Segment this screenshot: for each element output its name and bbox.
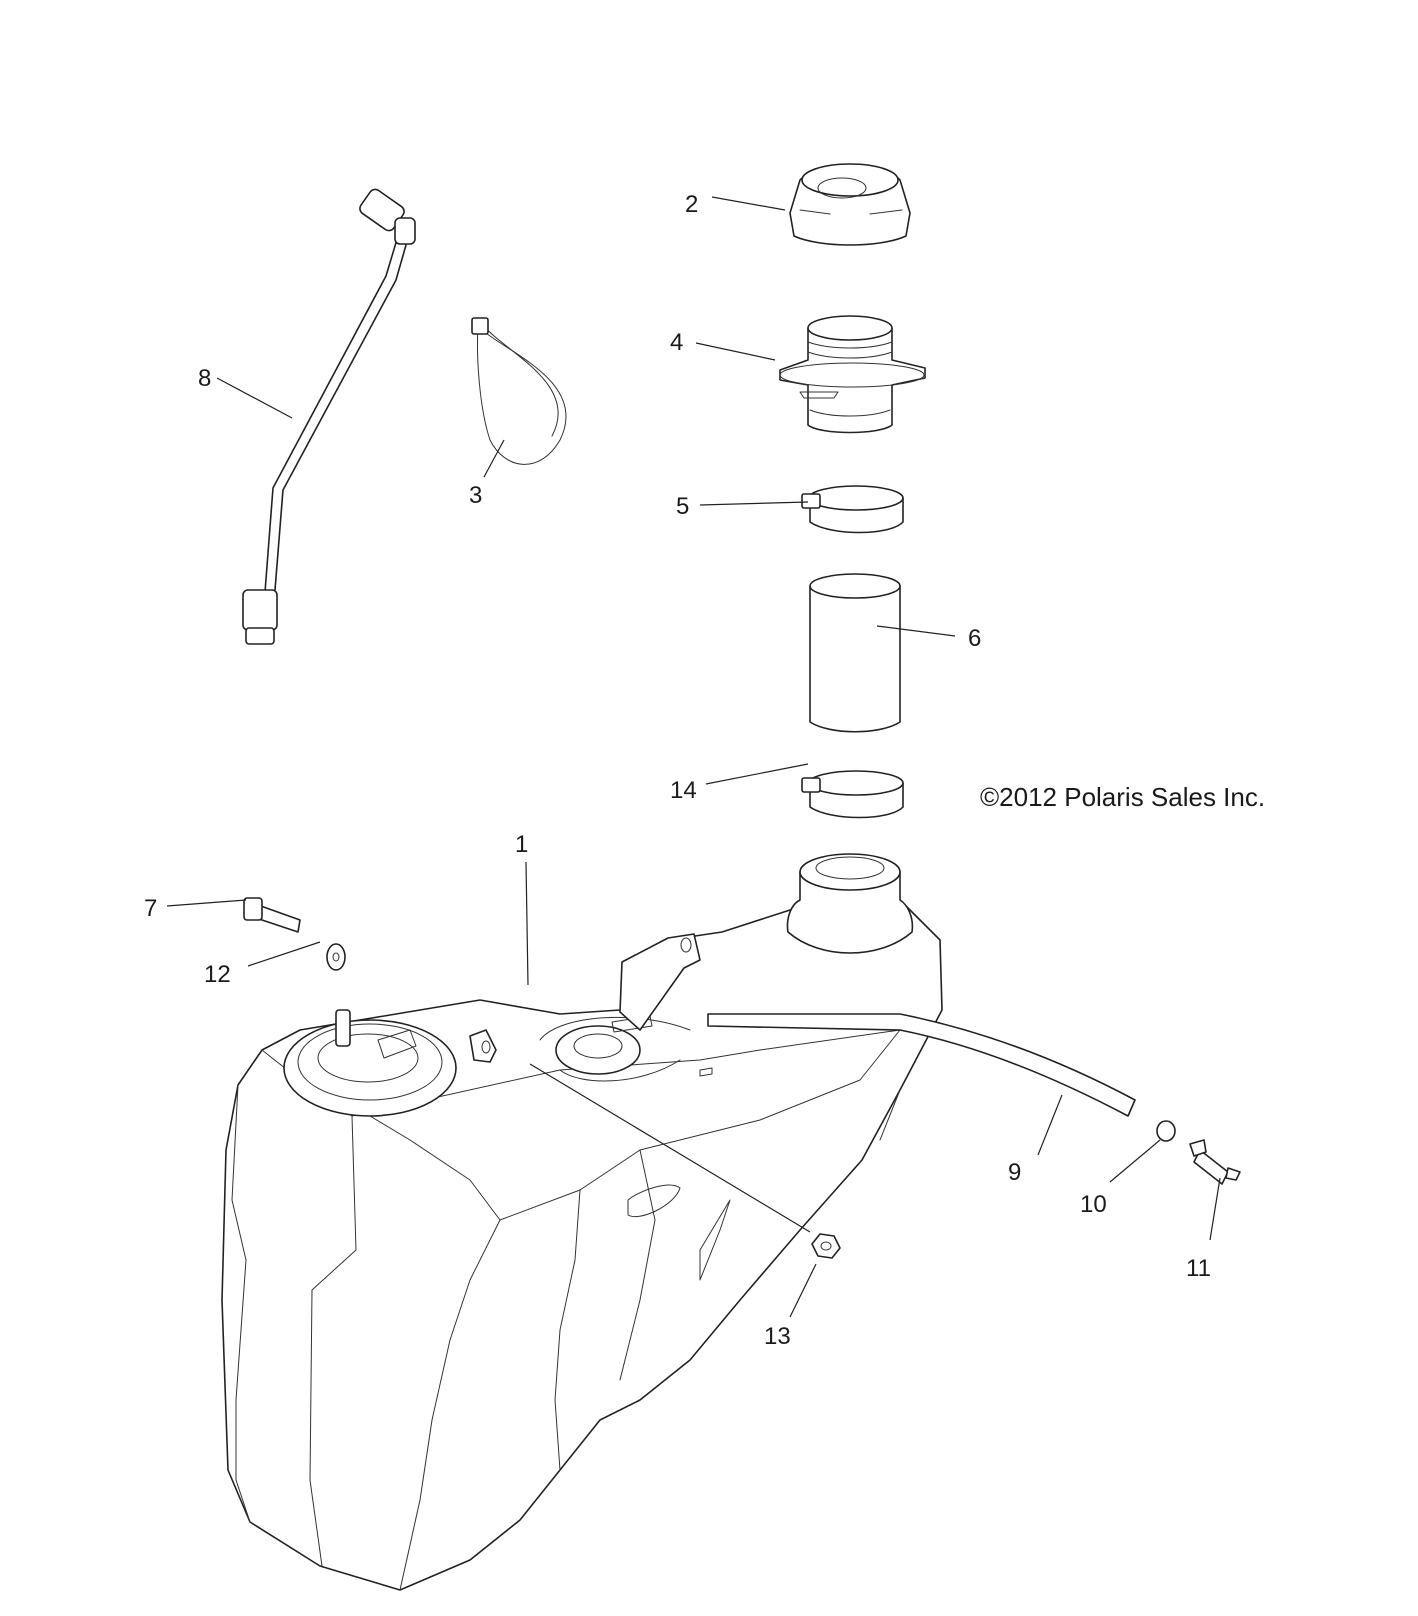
copyright-notice: ©2012 Polaris Sales Inc. bbox=[980, 782, 1265, 812]
part-9-hose bbox=[707, 1013, 1136, 1117]
callout-14: 14 bbox=[670, 777, 697, 804]
callout-1: 1 bbox=[515, 831, 528, 858]
callout-10: 10 bbox=[1080, 1191, 1107, 1218]
part-14-clamp bbox=[801, 770, 904, 819]
part-8-vent-hose bbox=[242, 188, 416, 645]
part-3-strap bbox=[471, 317, 567, 465]
part-4-filler-neck bbox=[779, 315, 926, 434]
callout-3: 3 bbox=[469, 482, 482, 509]
callout-8: 8 bbox=[198, 365, 211, 392]
callout-5: 5 bbox=[676, 493, 689, 520]
part-6-hose bbox=[809, 573, 901, 733]
callout-12: 12 bbox=[204, 961, 231, 988]
part-11-valve bbox=[1189, 1139, 1241, 1185]
part-10-cap bbox=[1156, 1120, 1176, 1142]
part-5-clamp bbox=[801, 485, 904, 534]
callout-11: 11 bbox=[1186, 1255, 1211, 1282]
part-13-nut bbox=[811, 1233, 841, 1259]
part-2-fuel-cap bbox=[789, 163, 911, 246]
callout-2: 2 bbox=[685, 191, 698, 218]
part-7-bolt bbox=[243, 897, 301, 933]
callout-7: 7 bbox=[144, 895, 157, 922]
callout-labels: 1 2 3 4 5 6 7 8 9 10 11 12 13 14 bbox=[144, 191, 1211, 1350]
callout-9: 9 bbox=[1008, 1159, 1021, 1186]
callout-13: 13 bbox=[764, 1323, 791, 1350]
callout-4: 4 bbox=[670, 329, 683, 356]
part-1-fuel-tank bbox=[221, 853, 943, 1591]
part-12-washer bbox=[326, 943, 346, 971]
leader-lines bbox=[166, 196, 1221, 1318]
callout-6: 6 bbox=[968, 625, 981, 652]
